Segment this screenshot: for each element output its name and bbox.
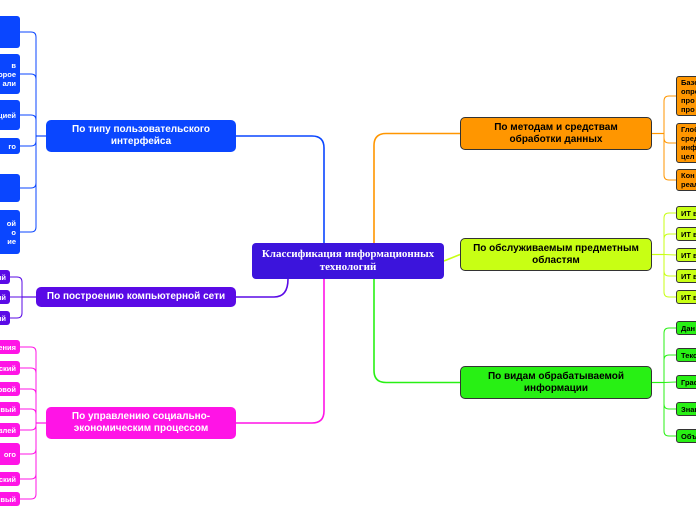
main-topic-4[interactable]: По методам и средствам обработки данных	[460, 117, 652, 150]
subtopic[interactable]: Дан	[676, 321, 696, 335]
leaf-connector	[663, 382, 676, 410]
leaf-connector	[20, 136, 37, 147]
leaf-connector	[20, 408, 37, 423]
leaf-connector	[663, 382, 676, 437]
leaf-connector	[20, 73, 37, 136]
subtopic[interactable]: го	[0, 138, 20, 154]
leaf-connector	[663, 133, 676, 144]
main-topic-6[interactable]: По видам обрабатываемой информации	[460, 366, 652, 399]
branch-connector	[443, 253, 461, 262]
subtopic[interactable]: Знан	[676, 402, 696, 416]
subtopic[interactable]: вый	[0, 402, 20, 416]
leaf-connector	[663, 254, 677, 256]
leaf-connector	[20, 136, 37, 233]
main-topic-2[interactable]: По построению компьютерной сети	[36, 287, 236, 307]
leaf-connector	[20, 388, 37, 423]
leaf-connector	[10, 297, 23, 319]
subtopic[interactable]: ский	[0, 472, 20, 486]
leaf-connector	[20, 423, 37, 480]
leaf-connector	[663, 254, 676, 298]
subtopic[interactable]: влей	[0, 423, 20, 437]
subtopic[interactable]: ИТ в	[676, 290, 696, 304]
subtopic[interactable]: Конреал	[676, 169, 696, 191]
subtopic[interactable]: ИТ в	[676, 206, 696, 220]
branch-connector	[236, 278, 289, 298]
subtopic[interactable]: Граф	[676, 375, 696, 389]
leaf-connector	[10, 276, 23, 297]
subtopic[interactable]	[0, 16, 20, 48]
subtopic[interactable]: овой	[0, 382, 20, 396]
leaf-connector	[20, 423, 37, 500]
leaf-connector	[663, 327, 676, 383]
subtopic[interactable]	[0, 174, 20, 202]
subtopic[interactable]: Базоопрепропро	[676, 76, 696, 116]
leaf-connector	[663, 95, 676, 134]
branch-connector	[373, 132, 460, 243]
main-topic-1[interactable]: По типу пользовательского интерфейса	[46, 120, 236, 152]
subtopic[interactable]: ский	[0, 361, 20, 375]
subtopic[interactable]: ения	[0, 340, 20, 354]
branch-connector	[236, 135, 325, 243]
main-topic-3[interactable]: По управлению социально-экономическим пр…	[46, 407, 236, 439]
leaf-connector	[20, 423, 37, 455]
subtopic[interactable]: ИТ в	[676, 248, 696, 262]
subtopic[interactable]: ИТ в	[676, 269, 696, 283]
subtopic[interactable]: щией	[0, 100, 20, 130]
leaf-connector	[20, 114, 37, 136]
branch-connector	[236, 279, 325, 424]
subtopic[interactable]: вый	[0, 492, 20, 506]
subtopic[interactable]: ИТ в	[676, 227, 696, 241]
leaf-connector	[20, 136, 37, 189]
subtopic[interactable]: ый	[0, 270, 10, 284]
subtopic[interactable]: Объ	[676, 429, 696, 443]
leaf-connector	[663, 212, 676, 255]
leaf-connector	[663, 254, 676, 277]
leaf-connector	[663, 233, 676, 255]
branch-connector	[373, 279, 460, 384]
subtopic[interactable]: Текс	[676, 348, 696, 362]
main-topic-5[interactable]: По обслуживаемым предметным областям	[460, 238, 652, 271]
leaf-connector	[20, 367, 37, 423]
leaf-connector	[20, 346, 37, 423]
leaf-connector	[663, 381, 677, 383]
leaf-connector	[663, 354, 676, 383]
leaf-connector	[20, 31, 37, 136]
central-topic[interactable]: Классификация информационных технологий	[252, 243, 444, 279]
subtopic[interactable]: ого	[0, 443, 20, 465]
subtopic[interactable]: Глобсрединфцел	[676, 123, 696, 163]
subtopic[interactable]: ый	[0, 311, 10, 325]
leaf-connector	[663, 133, 676, 181]
leaf-connector	[20, 423, 37, 431]
subtopic[interactable]: ый	[0, 290, 10, 304]
